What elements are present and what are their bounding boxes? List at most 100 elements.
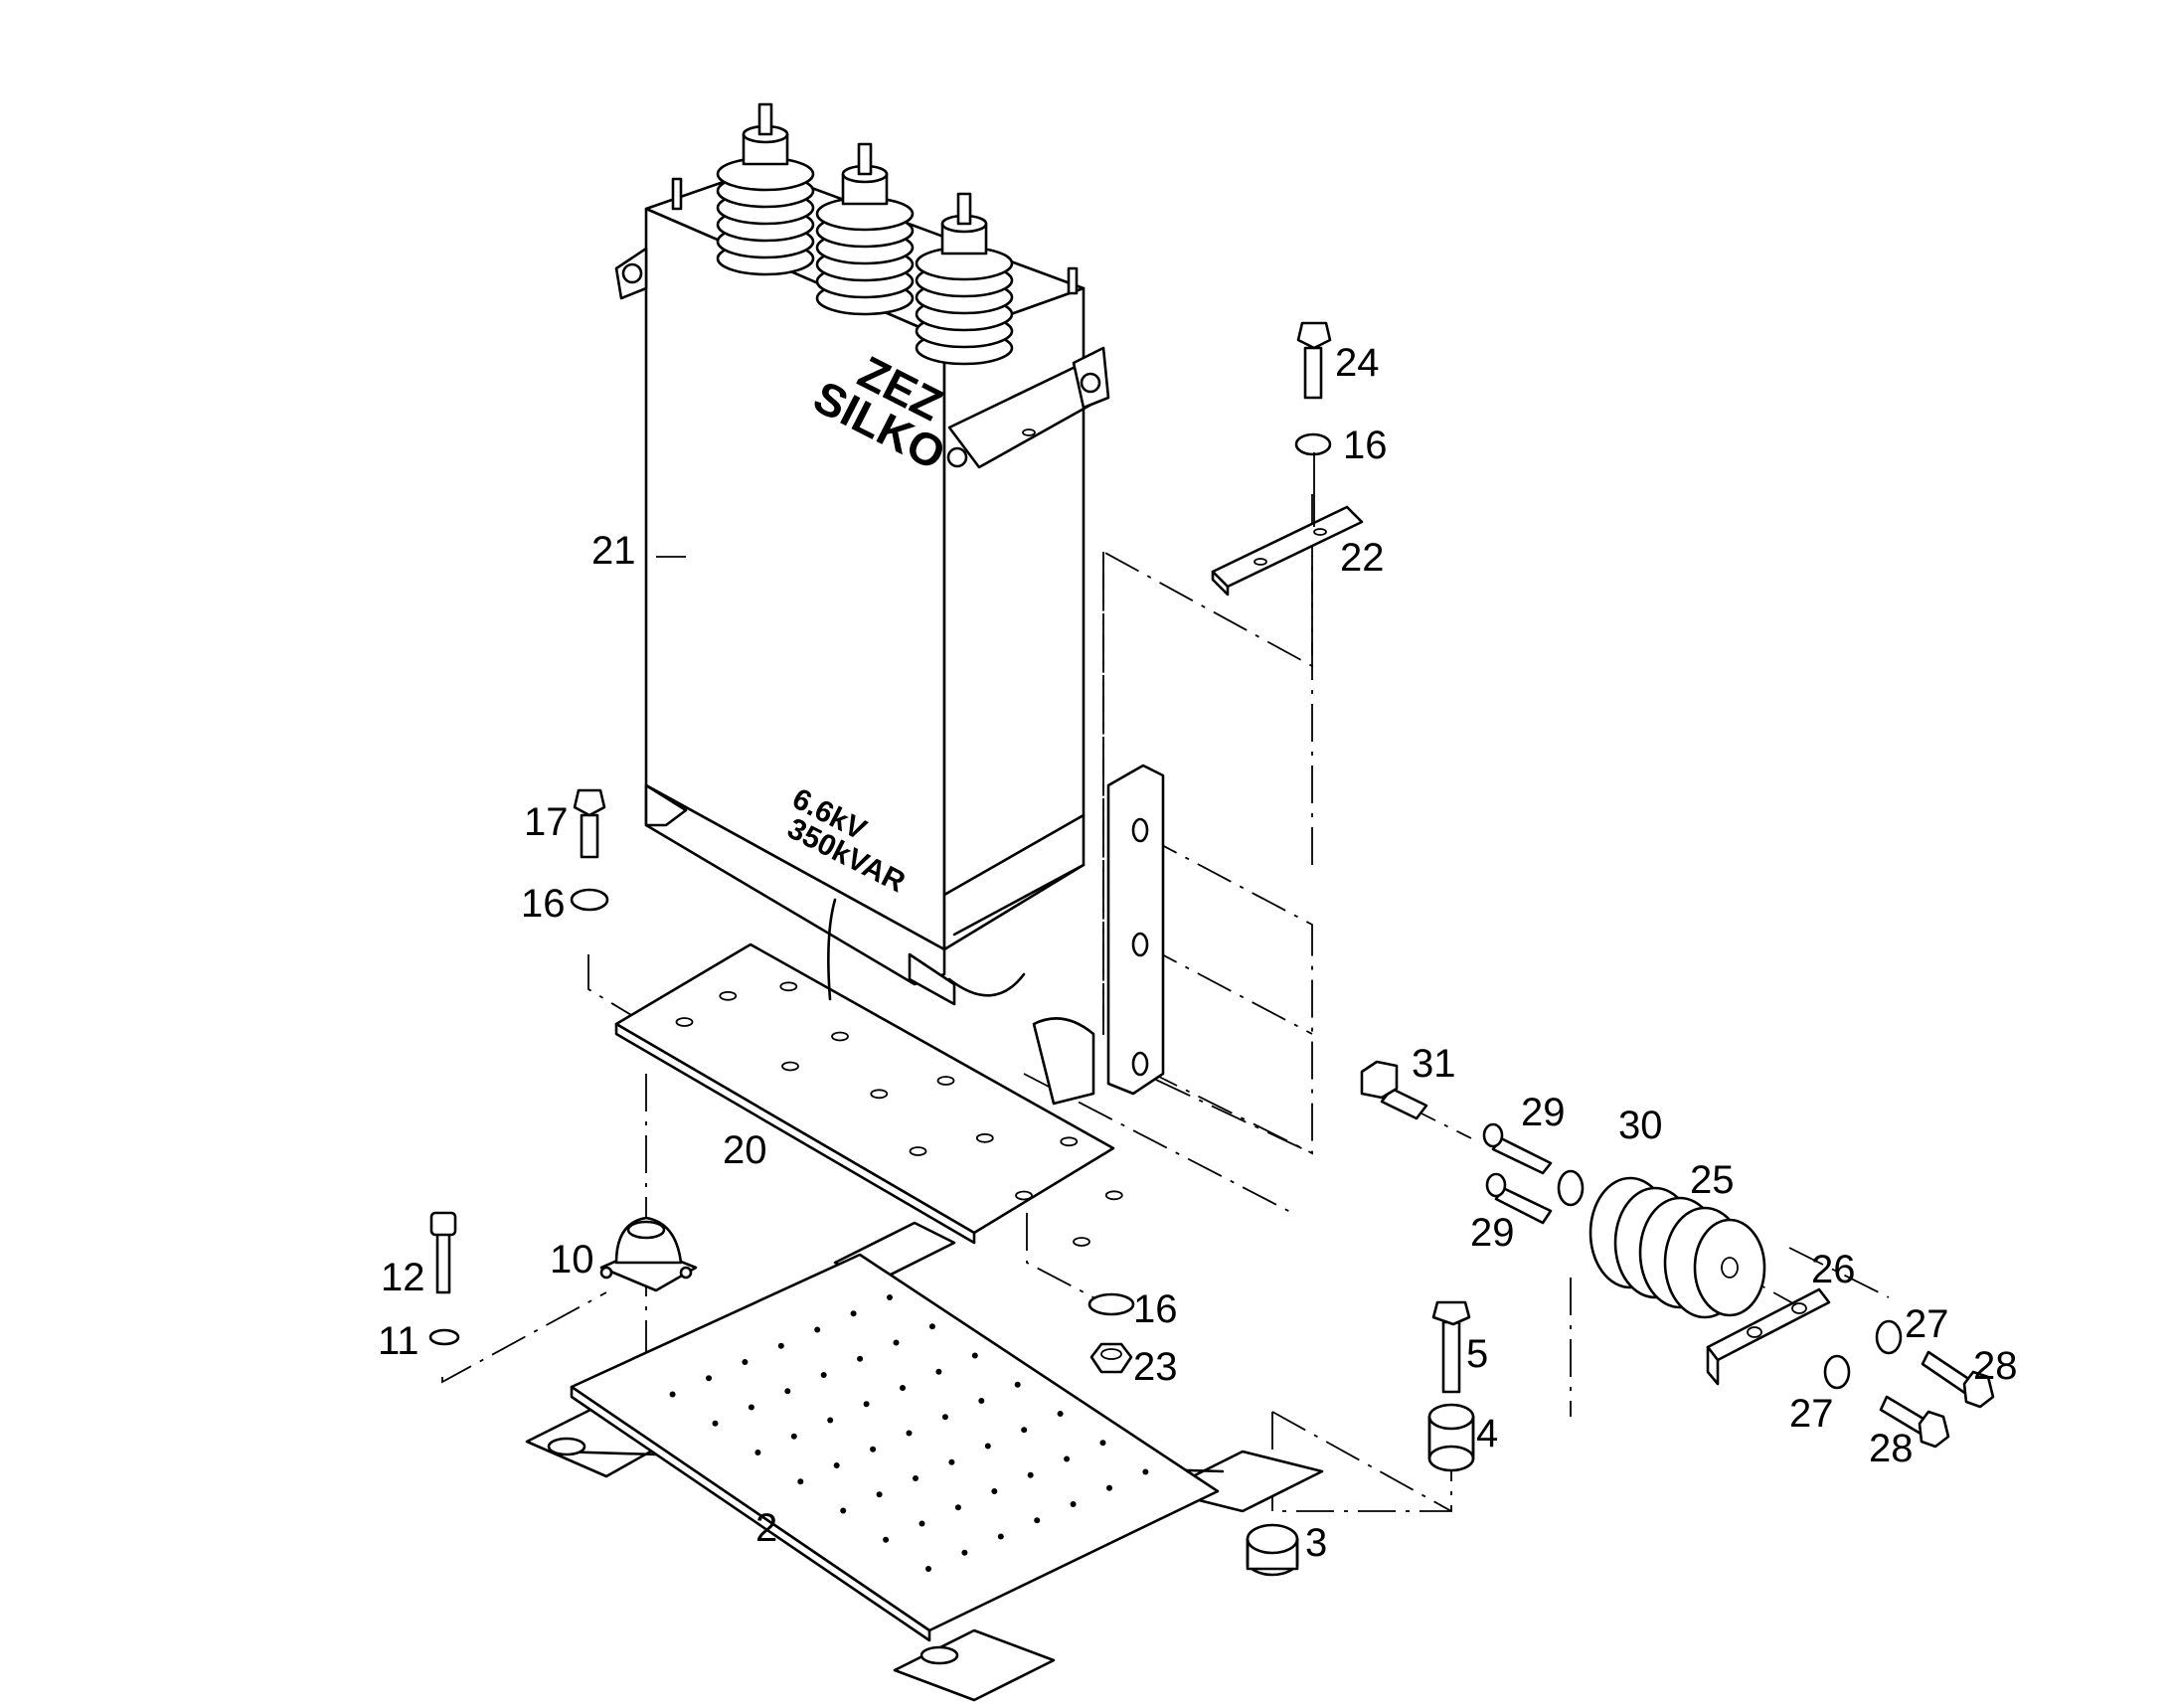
base-plate-hole [754,1450,761,1455]
callout-26: 26 [1811,1248,1856,1291]
washer [1087,1292,1135,1316]
base-plate-hole [777,1342,784,1349]
callout-20: 20 [723,1128,767,1172]
callout-11: 11 [378,1319,419,1363]
mounting-plate-hole [781,1061,799,1072]
bolt [1431,1300,1471,1394]
socket-bolt [1482,1122,1553,1175]
base-plate-hole [1070,1501,1077,1507]
base-plate-hole [971,1352,978,1359]
callout-31: 31 [1412,1042,1456,1086]
base-plate-hole [893,1339,900,1346]
callout-30: 30 [1618,1104,1663,1147]
base-plate-hole [833,1462,840,1468]
base-plate-hole [857,1355,864,1362]
base-plate-hole [1099,1440,1106,1447]
base-plate-hole [797,1478,804,1485]
callout-16: 16 [521,882,566,926]
callout-23: 23 [1133,1345,1178,1389]
mounting-plate-hole [831,1031,849,1042]
base-plate-hole [919,1520,925,1527]
mounting-plate [614,942,1123,1247]
hex-bolt [1296,321,1332,400]
base-plate-hole [850,1310,857,1317]
callout-17: 17 [524,800,569,844]
terminal-stud [857,142,873,176]
base-plate-hole [863,1401,870,1408]
callout-27: 27 [1789,1392,1834,1436]
mounting-plate-hole [909,1146,927,1156]
leader-lines [656,452,1315,558]
callout-10: 10 [550,1238,594,1281]
mounting-plate-hole [779,981,798,992]
base-plate-hole [900,1385,906,1391]
hex-bolt [1921,1350,1995,1409]
hex-bolt [1879,1395,1950,1449]
callout-24: 24 [1335,341,1380,385]
base-plate-hole [948,1458,955,1465]
assembly-lines [441,494,1890,1512]
base-plate-hole [984,1443,991,1450]
bushing [915,192,1014,366]
callout-16: 16 [1343,424,1388,467]
callout-27: 27 [1905,1302,1949,1346]
mounting-plate-hole [1060,1136,1079,1147]
side-bracket [1032,764,1165,1106]
base-plate-hole [883,1536,890,1543]
socket-bolt [1485,1172,1553,1225]
base-plate [570,1253,1220,1642]
washer [428,1328,460,1346]
bushings [716,102,1014,366]
base-plate-hole [887,1294,893,1300]
cap-screw [429,1211,457,1294]
base-plate-hole [876,1491,883,1498]
callout-25: 25 [1690,1158,1735,1202]
rubber-foot [1246,1523,1299,1577]
base-plate-hole [712,1420,719,1427]
callout-28: 28 [1973,1344,2018,1388]
callout-16: 16 [1133,1287,1178,1331]
bushing [716,102,815,276]
washer [1294,432,1332,456]
callout-21: 21 [591,529,636,573]
mounting-plate-hole [719,990,738,1001]
base-plate-hole [820,1372,827,1378]
base-plate-hole [978,1398,985,1404]
base-plate-hole [935,1368,942,1375]
base-plate-hole [1014,1381,1021,1388]
base-plate-hole [928,1323,935,1330]
callout-4: 4 [1476,1412,1498,1455]
washer [1875,1319,1903,1355]
terminal-stud [757,102,773,136]
callout-28: 28 [1869,1427,1914,1470]
base-plate-hole [1021,1427,1028,1434]
base-plate-hole [925,1566,931,1572]
mounting-plate-hole [675,1017,694,1027]
mounting-plate-hole [1015,1190,1033,1201]
base-plate-hole [706,1375,712,1382]
base-plate-hole [913,1475,919,1481]
washer [1557,1169,1585,1207]
base-plate-hole [748,1404,754,1411]
callouts: 21 24 16 22 17 16 31 29 30 25 29 20 26 1… [378,341,2018,1565]
base-plate-hole [827,1417,834,1424]
washer [570,888,609,912]
mounting-plate-hole [936,1076,955,1086]
terminal-stud [956,192,972,226]
base-plate-hole [906,1430,913,1437]
mounting-plate-hole [1073,1237,1090,1247]
base-plate-hole [814,1326,821,1333]
base-plate-hole [742,1359,749,1365]
hex-bolt [573,788,606,859]
base-plate-hole [784,1388,791,1395]
rubber-damper [1588,1176,1766,1319]
base-plate-hole [1027,1471,1034,1478]
base-plate-hole [1142,1468,1149,1475]
callout-12: 12 [381,1256,425,1299]
callout-29: 29 [1521,1091,1566,1134]
flat-strap [1706,1287,1831,1386]
base-plate-hole [1064,1455,1071,1462]
hex-nut [1089,1342,1133,1374]
base-plate-hole [954,1504,961,1511]
